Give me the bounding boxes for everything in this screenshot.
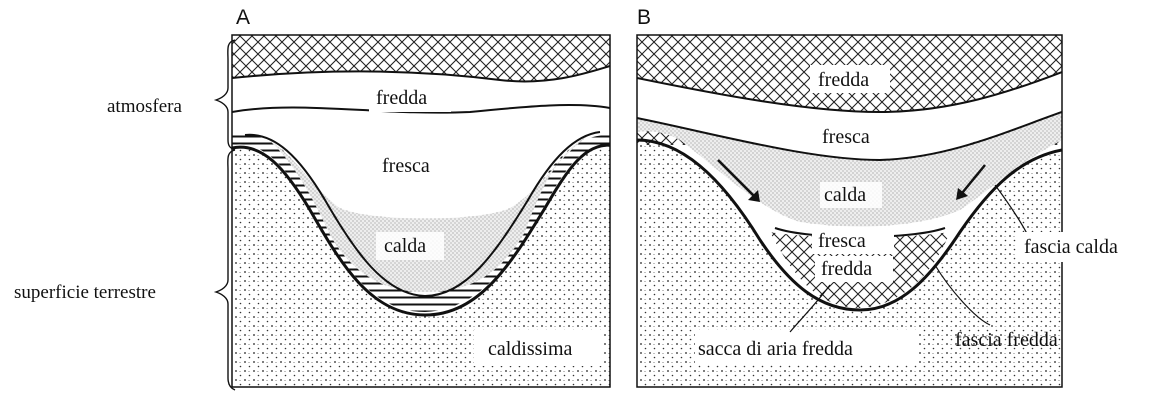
a-warm-label: calda: [384, 235, 426, 257]
ground-label: superficie terrestre: [14, 282, 156, 303]
cold-air-pocket-label: sacca di aria fredda: [698, 338, 853, 360]
warm-belt-label: fascia calda: [1024, 236, 1118, 258]
a-cold-label: fredda: [376, 87, 427, 109]
b-cold-top-label: fredda: [818, 69, 869, 91]
panel-a-letter: A: [236, 6, 250, 29]
b-cold-bottom-label: fredda: [821, 258, 872, 280]
a-cool-label: fresca: [382, 155, 430, 177]
panel-b-letter: B: [637, 6, 651, 29]
atmosphere-label: atmosfera: [107, 96, 182, 117]
b-cool-bottom-label: fresca: [818, 230, 866, 252]
b-cool-top-label: fresca: [822, 126, 870, 148]
a-hottest-label: caldissima: [488, 338, 573, 360]
b-warm-label: calda: [824, 184, 866, 206]
cold-belt-label: fascia fredda: [955, 329, 1058, 351]
